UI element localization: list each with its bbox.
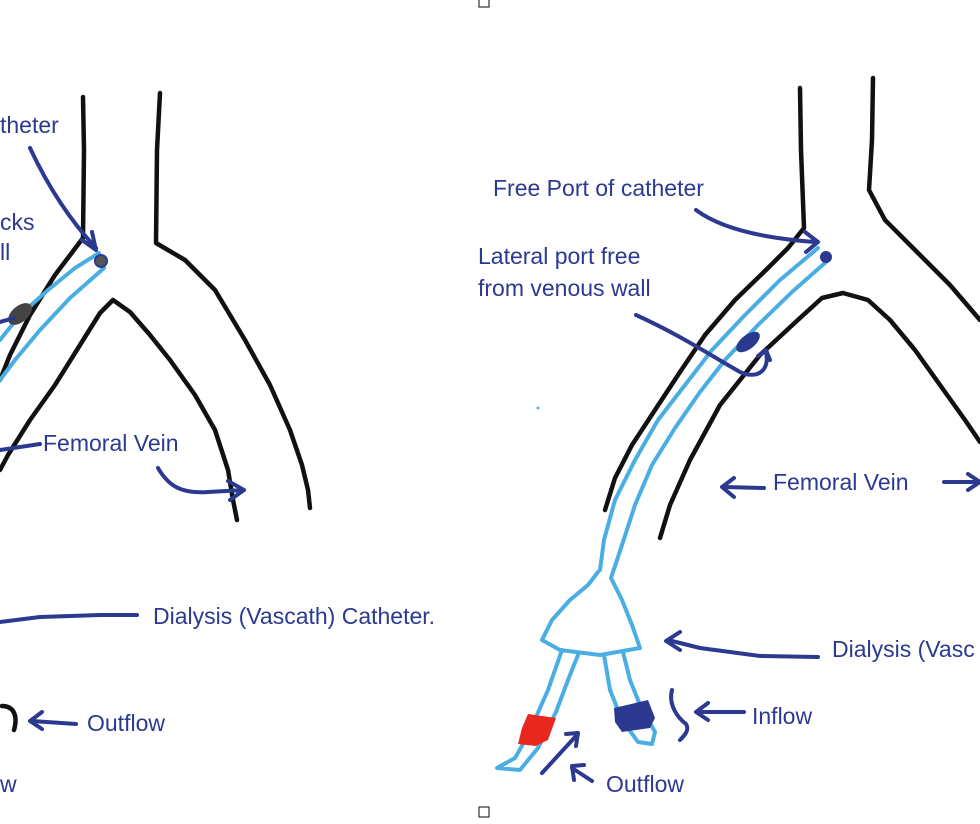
right-inflow-flow-mark: [669, 688, 690, 742]
right-label-dialysis-catheter: Dialysis (Vasc: [832, 636, 975, 662]
left-catheter-tip-port: [94, 254, 108, 268]
right-arrow-femoral-vein-left: [720, 476, 766, 499]
left-arrow-femoral-vein-pointer: [0, 442, 42, 452]
right-catheter-edge-right: [609, 260, 828, 580]
right-label-outflow: Outflow: [606, 771, 684, 797]
right-catheter-hub: [540, 570, 642, 657]
left-arrow-catheter-tip: [28, 146, 98, 252]
left-label-inflow-partial: w: [0, 771, 17, 797]
left-arrow-dialysis-catheter: [0, 613, 139, 624]
left-label-catheter-top: theter: [0, 112, 59, 138]
right-arrow-inflow: [694, 701, 746, 722]
left-vein-inner-left-to-branch: [0, 297, 240, 523]
left-arrow-femoral-vein-right: [156, 466, 246, 502]
right-arrow-femoral-vein-right: [942, 472, 980, 492]
left-black-curve-outflow: [0, 703, 18, 733]
selection-handle-top[interactable]: [478, 0, 490, 8]
left-label-dialysis-catheter: Dialysis (Vascath) Catheter.: [153, 603, 435, 629]
left-arrow-side-port: [0, 316, 16, 324]
right-arrow-lateral-port: [634, 313, 772, 377]
left-label-femoral-vein: Femoral Vein: [43, 430, 179, 456]
right-label-inflow: Inflow: [752, 703, 812, 729]
left-catheter-edge-top: [0, 251, 101, 342]
right-inflow-clamp: [614, 700, 655, 732]
right-catheter-free-port: [820, 251, 832, 263]
right-vein-outer-left: [602, 85, 807, 513]
left-vein-outer-left: [0, 94, 87, 383]
right-label-lateral-port-line1: Lateral port free: [478, 243, 640, 269]
left-label-blocked-port-line1: cks: [0, 209, 35, 235]
left-arrow-outflow: [28, 710, 78, 731]
right-label-femoral-vein: Femoral Vein: [773, 469, 909, 495]
right-outflow-limb: [495, 648, 580, 772]
right-lateral-side-port: [736, 331, 760, 353]
left-label-blocked-port-line2: ll: [0, 239, 10, 265]
left-panel: theter cks ll Femoral Vein Dialysis (Vas…: [0, 90, 435, 797]
right-inflow-limb: [602, 650, 657, 746]
right-catheter-edge-left: [598, 246, 820, 572]
right-panel: Free Port of catheter Lateral port free …: [478, 75, 980, 797]
right-arrow-outflow: [570, 763, 594, 783]
left-label-outflow: Outflow: [87, 710, 165, 736]
right-stray-dot: [536, 406, 540, 410]
left-catheter-edge-bottom: [0, 266, 106, 382]
right-arrow-dialysis-catheter: [664, 630, 820, 659]
right-label-free-port: Free Port of catheter: [493, 175, 704, 201]
right-outflow-clamp: [518, 714, 556, 746]
right-vein-outer-right: [866, 75, 980, 323]
selection-handle-bottom[interactable]: [478, 806, 490, 818]
right-outflow-flow-mark: [540, 731, 580, 775]
left-vein-outer-right: [153, 90, 313, 511]
right-vein-inner-branch: [657, 290, 980, 541]
right-label-lateral-port-line2: from venous wall: [478, 275, 651, 301]
right-arrow-free-port: [694, 208, 820, 254]
